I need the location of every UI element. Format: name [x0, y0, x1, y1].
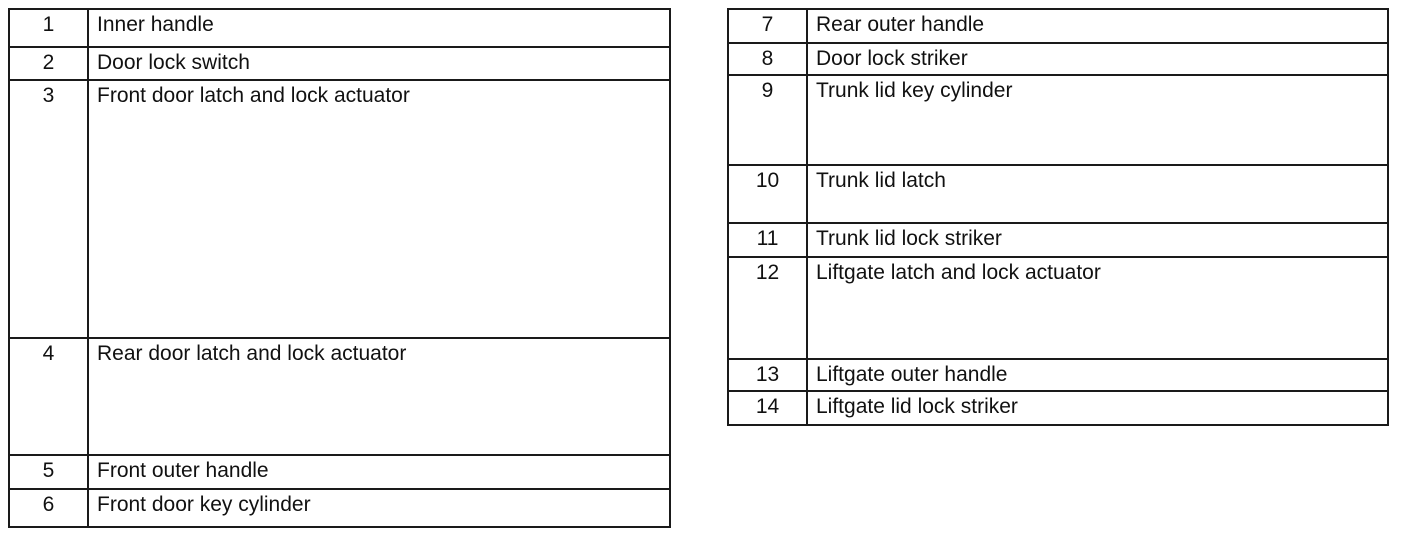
- parts-legend-table-right: 7 Rear outer handle 8 Door lock striker …: [727, 8, 1389, 426]
- part-number: 4: [8, 337, 89, 456]
- part-label: Liftgate outer handle: [806, 358, 1389, 392]
- table-row: 5 Front outer handle: [8, 454, 671, 490]
- parts-legend-table-left: 1 Inner handle 2 Door lock switch 3 Fron…: [8, 8, 671, 528]
- table-row: 2 Door lock switch: [8, 46, 671, 81]
- part-number: 12: [727, 256, 808, 360]
- table-row: 11 Trunk lid lock striker: [727, 222, 1389, 258]
- table-row: 4 Rear door latch and lock actuator: [8, 337, 671, 456]
- part-label: Front door latch and lock actuator: [87, 79, 671, 339]
- part-label: Front outer handle: [87, 454, 671, 490]
- part-number: 1: [8, 8, 89, 48]
- table-row: 1 Inner handle: [8, 8, 671, 48]
- part-number: 3: [8, 79, 89, 339]
- part-label: Liftgate lid lock striker: [806, 390, 1389, 426]
- part-label: Trunk lid latch: [806, 164, 1389, 224]
- part-label: Trunk lid key cylinder: [806, 74, 1389, 166]
- table-row: 3 Front door latch and lock actuator: [8, 79, 671, 339]
- table-row: 9 Trunk lid key cylinder: [727, 74, 1389, 166]
- part-label: Rear outer handle: [806, 8, 1389, 44]
- part-number: 8: [727, 42, 808, 76]
- part-number: 9: [727, 74, 808, 166]
- part-number: 11: [727, 222, 808, 258]
- part-number: 5: [8, 454, 89, 490]
- part-number: 13: [727, 358, 808, 392]
- part-number: 6: [8, 488, 89, 528]
- table-row: 6 Front door key cylinder: [8, 488, 671, 528]
- part-label: Front door key cylinder: [87, 488, 671, 528]
- part-label: Inner handle: [87, 8, 671, 48]
- table-row: 13 Liftgate outer handle: [727, 358, 1389, 392]
- part-label: Door lock striker: [806, 42, 1389, 76]
- table-row: 8 Door lock striker: [727, 42, 1389, 76]
- part-label: Rear door latch and lock actuator: [87, 337, 671, 456]
- part-number: 14: [727, 390, 808, 426]
- part-label: Door lock switch: [87, 46, 671, 81]
- part-number: 7: [727, 8, 808, 44]
- table-row: 10 Trunk lid latch: [727, 164, 1389, 224]
- table-row: 7 Rear outer handle: [727, 8, 1389, 44]
- part-number: 2: [8, 46, 89, 81]
- part-label: Trunk lid lock striker: [806, 222, 1389, 258]
- part-number: 10: [727, 164, 808, 224]
- part-label: Liftgate latch and lock actuator: [806, 256, 1389, 360]
- table-row: 14 Liftgate lid lock striker: [727, 390, 1389, 426]
- table-row: 12 Liftgate latch and lock actuator: [727, 256, 1389, 360]
